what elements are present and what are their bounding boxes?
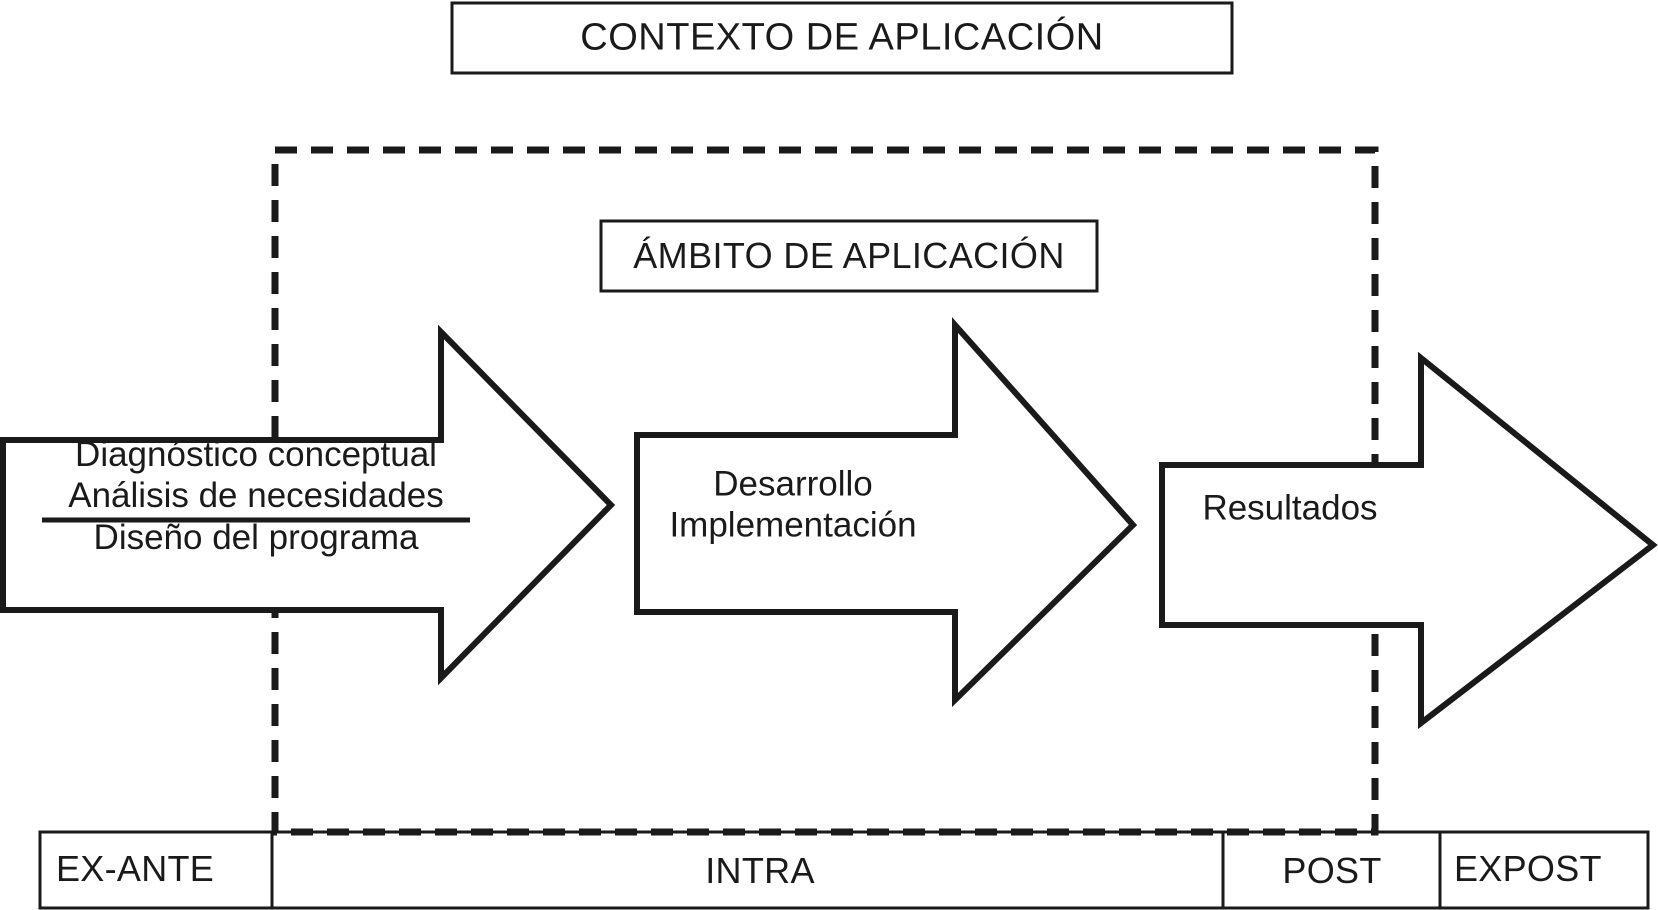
stage-arrow-2-label: Desarrollo Implementación bbox=[669, 464, 916, 547]
timeline-outer-box bbox=[38, 830, 1650, 910]
ambito-banner-box bbox=[599, 219, 1099, 293]
timeline-cell-expost: EXPOST bbox=[1454, 848, 1602, 889]
stage-3-line-1: Resultados bbox=[1202, 488, 1378, 528]
stage-1-line-1: Diagnóstico conceptual bbox=[75, 435, 437, 475]
stage-arrow-1-label: Diagnóstico conceptual Análisis de neces… bbox=[68, 434, 444, 558]
stage-arrow-3 bbox=[1159, 351, 1658, 730]
ambito-banner-label: ÁMBITO DE APLICACIÓN bbox=[633, 234, 1065, 276]
stage-1-line-3: Diseño del programa bbox=[93, 517, 419, 557]
stage-arrow-2 bbox=[634, 317, 1138, 708]
stage-2-line-1: Desarrollo bbox=[713, 464, 873, 504]
stage-1-line-2: Análisis de necesidades bbox=[68, 476, 444, 516]
stage-arrow-1 bbox=[0, 324, 616, 686]
stage-2-line-2: Implementación bbox=[669, 506, 917, 545]
timeline-cell-intra: INTRA bbox=[705, 849, 815, 891]
contexto-banner-label: CONTEXTO DE APLICACIÓN bbox=[580, 16, 1104, 59]
contexto-banner-box bbox=[450, 1, 1234, 75]
timeline-cell-post: POST bbox=[1282, 849, 1382, 891]
stage-arrow-3-label: Resultados bbox=[1202, 487, 1377, 528]
timeline-cell-ex-ante: EX-ANTE bbox=[56, 848, 215, 889]
